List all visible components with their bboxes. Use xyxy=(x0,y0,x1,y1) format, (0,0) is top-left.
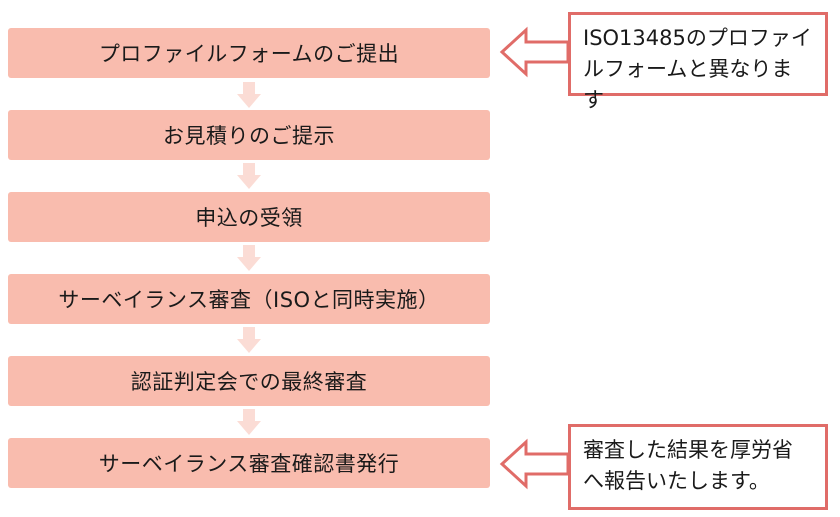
step-application-receipt: 申込の受領 xyxy=(8,192,490,242)
step-certification-review: 認証判定会での最終審査 xyxy=(8,356,490,406)
down-arrow-icon xyxy=(237,82,261,108)
down-arrow-icon xyxy=(237,409,261,435)
step-surveillance-audit: サーベイランス審査（ISOと同時実施） xyxy=(8,274,490,324)
down-arrow-icon xyxy=(237,245,261,271)
down-arrow-icon xyxy=(237,163,261,189)
step-profile-form-submission: プロファイルフォームのご提出 xyxy=(8,28,490,78)
callout-profile-form-note: ISO13485のプロファイルフォームと異なります xyxy=(568,12,828,112)
left-arrow-icon xyxy=(499,26,570,78)
left-arrow-icon xyxy=(499,438,570,490)
callout-report-note: 審査した結果を厚労省へ報告いたします。 xyxy=(568,424,828,510)
step-confirmation-issuance: サーベイランス審査確認書発行 xyxy=(8,438,490,488)
down-arrow-icon xyxy=(237,327,261,353)
step-quotation: お見積りのご提示 xyxy=(8,110,490,160)
